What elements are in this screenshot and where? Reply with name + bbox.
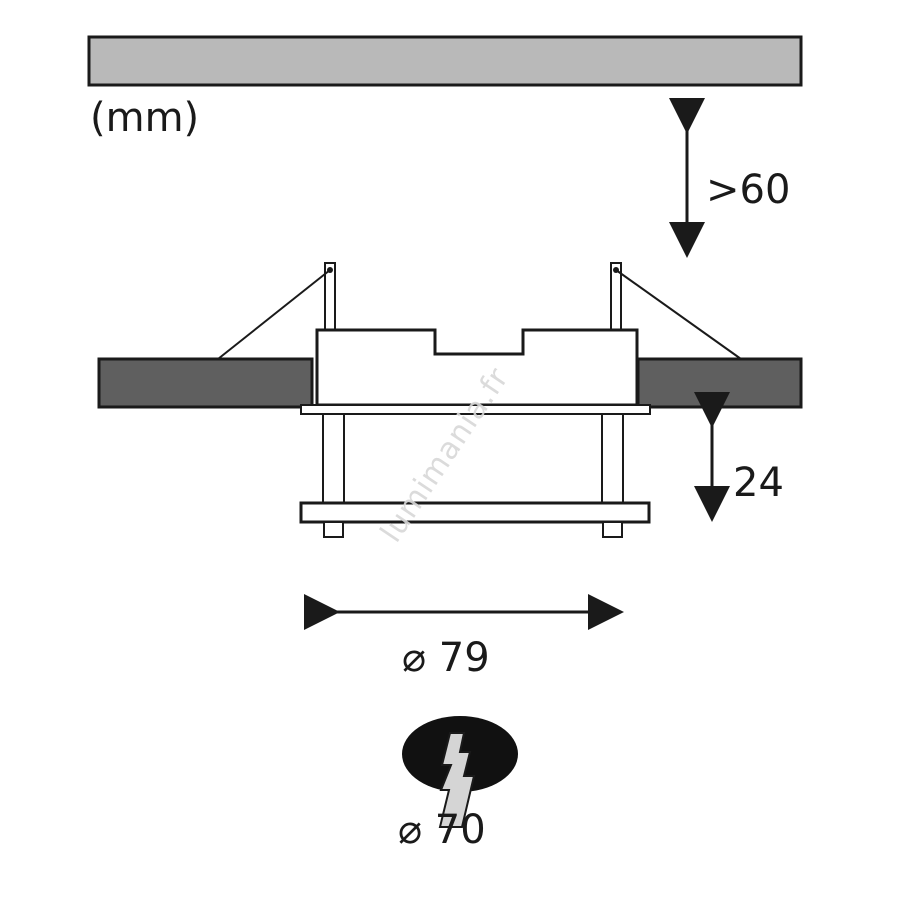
- bottom-ring: [299, 501, 651, 524]
- units-label: (mm): [90, 95, 200, 141]
- diameter-cutout-label: ⌀ 70: [398, 807, 486, 853]
- diameter-outer-label: ⌀ 79: [402, 635, 490, 681]
- right-leg: [601, 413, 624, 504]
- right-board: [636, 357, 803, 409]
- left-foot: [323, 521, 344, 538]
- mounting-flange: [300, 404, 651, 415]
- clearance-label: >60: [706, 167, 791, 213]
- right-foot: [602, 521, 623, 538]
- left-leg: [322, 413, 345, 504]
- height-label: 24: [733, 460, 784, 506]
- left-spring-arm: [217, 269, 331, 360]
- ceiling-panel-icon: [87, 35, 803, 87]
- right-spring-arm: [615, 269, 742, 360]
- left-board: [97, 357, 314, 409]
- electrical-hazard-icon: [438, 732, 476, 828]
